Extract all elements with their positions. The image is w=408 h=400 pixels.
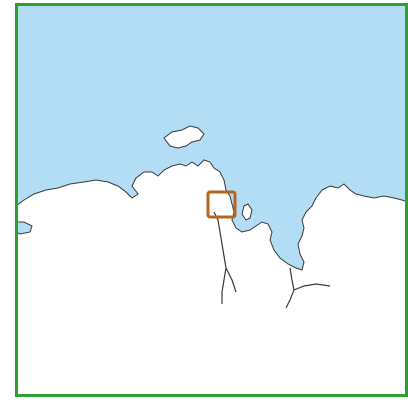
west-inlet: [16, 221, 33, 235]
small-island: [241, 203, 253, 221]
offshore-island: [163, 125, 205, 149]
mainland: [16, 159, 408, 396]
central-estuary: [213, 211, 237, 304]
eastern-estuary: [285, 267, 331, 309]
map-frame: [15, 3, 408, 397]
map-layers: [16, 4, 408, 396]
location-highlight-box: [206, 190, 237, 219]
